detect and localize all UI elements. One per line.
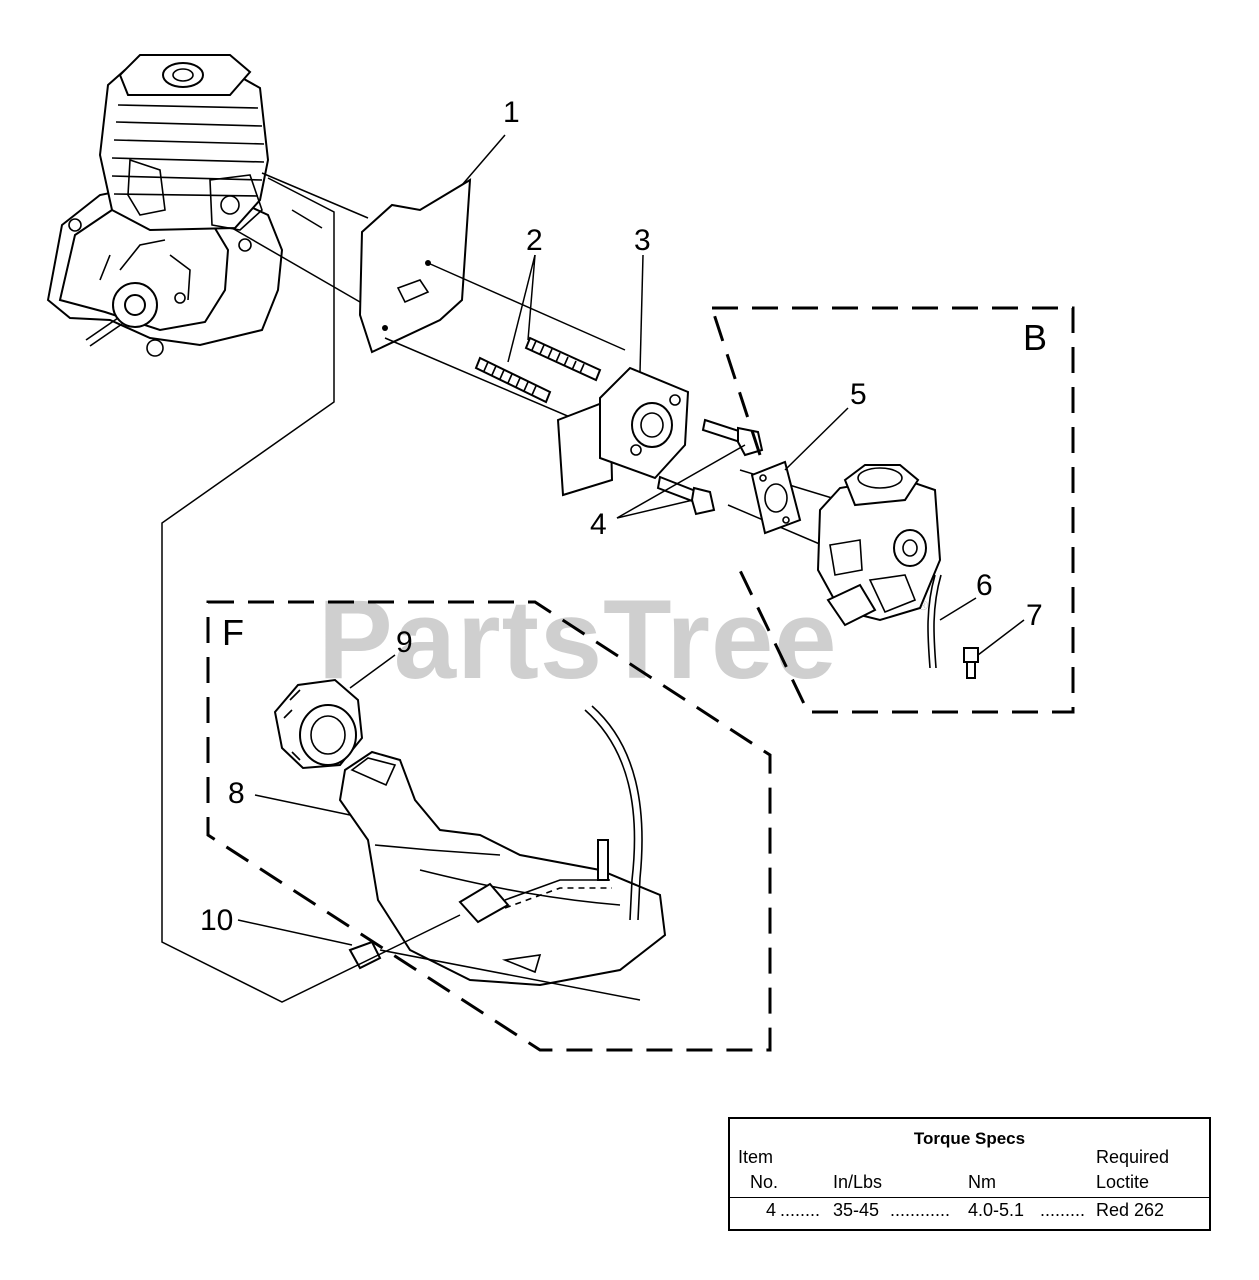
watermark-text: PartsTree (318, 577, 838, 702)
cell-in-lbs: 35-45 (833, 1200, 880, 1220)
callout-2: 2 (526, 224, 543, 257)
callout-9: 9 (396, 626, 413, 659)
bolts-part-4 (656, 418, 764, 516)
fuel-tank-part-8 (338, 705, 667, 987)
section-b-outline (710, 306, 1075, 714)
header-nm: Nm (968, 1172, 996, 1192)
intake-adapter-part-3 (556, 366, 690, 497)
callout-10: 10 (200, 904, 233, 937)
cell-loctite: Red 262 (1096, 1200, 1165, 1220)
callout-1: 1 (503, 96, 520, 129)
engine-block (46, 54, 284, 357)
header-required: Required (1096, 1147, 1170, 1167)
callout-5: 5 (850, 378, 867, 411)
torque-specs-title: Torque Specs (913, 1129, 1026, 1148)
torque-header-row-2: No. In/Lbs Nm Loctite (730, 1172, 1209, 1196)
fuel-cap-part-9 (273, 678, 364, 770)
watermark-registered-mark: ® (918, 597, 929, 613)
torque-specs-table: Torque Specs Item Required No. In/Lbs Nm… (728, 1117, 1211, 1231)
section-f-outline (206, 600, 772, 1052)
callout-7: 7 (1026, 599, 1043, 632)
header-divider (730, 1197, 1209, 1198)
header-loctite: Loctite (1096, 1172, 1150, 1192)
watermark: PartsTree ® (318, 577, 929, 702)
callout-8: 8 (228, 777, 245, 810)
torque-data-row: 4 ........ 35-45 ............ 4.0-5.1 ..… (766, 1200, 1165, 1220)
callout-leaders (237, 134, 1025, 946)
callout-6: 6 (976, 569, 993, 602)
callout-4: 4 (590, 508, 607, 541)
torque-header-row-1: Item Required (730, 1147, 1209, 1171)
cell-item: 4 (766, 1200, 777, 1220)
callout-numbers: 1 2 3 4 5 6 7 8 9 10 (200, 96, 1043, 937)
fuel-line-part-6 (927, 574, 942, 669)
gasket-part-1 (358, 178, 472, 354)
grommet-part-10 (348, 940, 382, 970)
fitting-part-7 (963, 647, 979, 679)
cell-nm: 4.0-5.1 (968, 1200, 1025, 1220)
carb-gasket-part-5 (750, 460, 802, 535)
header-in-lbs: In/Lbs (833, 1172, 883, 1192)
callout-3: 3 (634, 224, 651, 257)
screws-part-2 (474, 336, 602, 404)
carburetor (816, 464, 942, 627)
engine-to-tank-outline (161, 177, 641, 1003)
section-label-b: B (1023, 317, 1047, 358)
header-item: Item (738, 1147, 774, 1167)
section-label-f: F (222, 612, 244, 653)
header-no: No. (750, 1172, 779, 1192)
